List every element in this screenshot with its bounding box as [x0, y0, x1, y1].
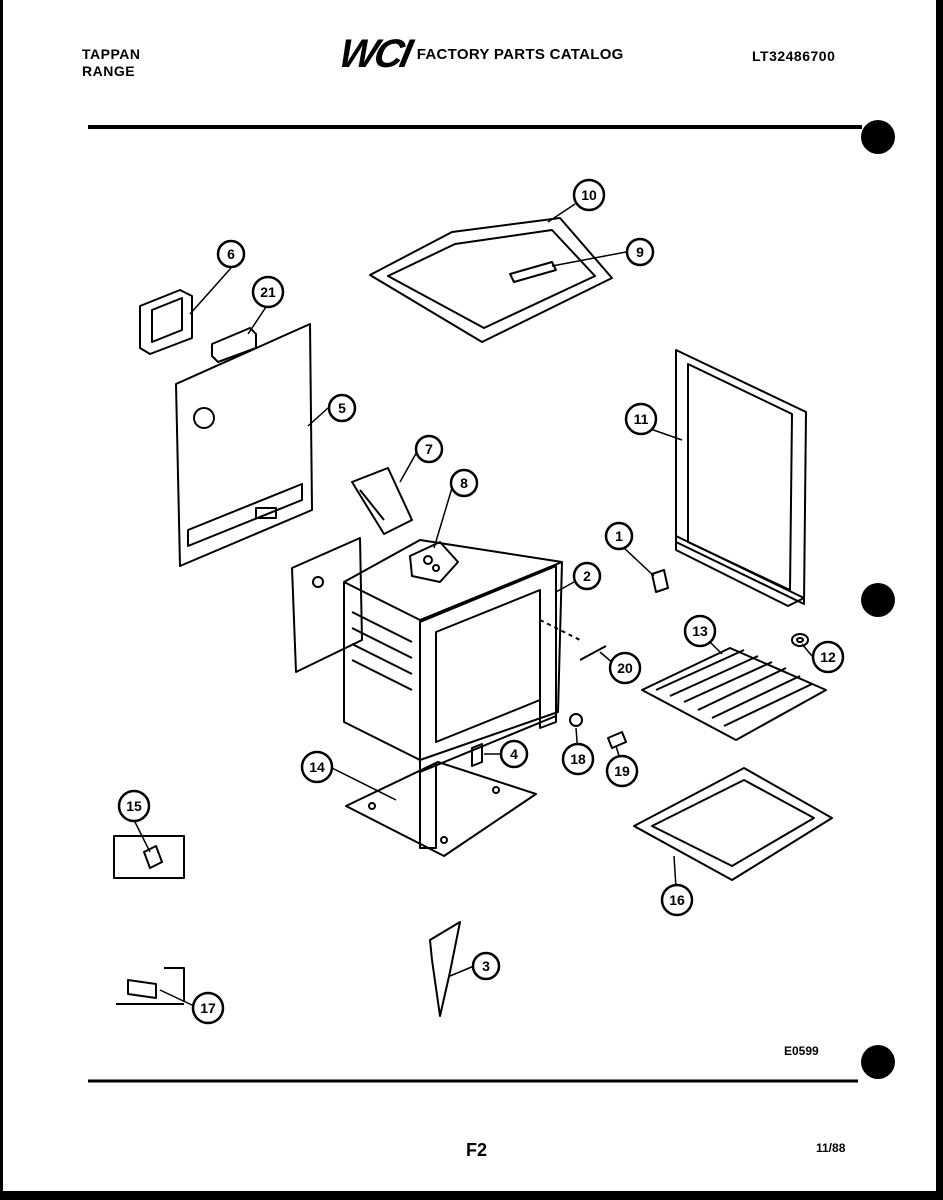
callout-1: 1: [604, 521, 634, 551]
part-oven-rack: [641, 647, 827, 741]
brand-block: TAPPAN RANGE: [82, 46, 140, 80]
part-bottom-panel: [345, 761, 537, 857]
catalog-title: FACTORY PARTS CATALOG: [416, 45, 624, 63]
svg-text:15: 15: [126, 798, 142, 814]
page-label: F2: [466, 1140, 488, 1160]
part-latch-clip: [116, 967, 185, 1005]
svg-text:17: 17: [200, 1000, 216, 1016]
callout-13: 13: [683, 614, 717, 648]
callout-14: 14: [300, 750, 334, 784]
callout-9: 9: [625, 237, 655, 267]
callout-7: 7: [414, 434, 444, 464]
part-grommet: [791, 633, 809, 647]
svg-text:12: 12: [820, 649, 836, 665]
svg-text:19: 19: [614, 763, 630, 779]
callout-6: 6: [216, 239, 246, 269]
diagram-code: E0599: [784, 1044, 819, 1058]
print-date: 11/88: [816, 1141, 846, 1155]
part-pin: [539, 619, 607, 661]
svg-text:18: 18: [570, 751, 586, 767]
callout-16: 16: [660, 883, 694, 917]
svg-text:9: 9: [636, 244, 644, 260]
part-clip: [651, 569, 669, 593]
svg-text:3: 3: [482, 958, 490, 974]
part-duct: [351, 467, 413, 535]
part-oven-body: [291, 537, 563, 849]
svg-text:4: 4: [510, 746, 518, 762]
brand-name: TAPPAN: [82, 46, 141, 62]
svg-text:20: 20: [617, 660, 633, 676]
svg-text:21: 21: [260, 284, 276, 300]
svg-text:5: 5: [338, 400, 346, 416]
svg-text:10: 10: [581, 187, 597, 203]
callout-21: 21: [251, 275, 285, 309]
callout-4: 4: [499, 739, 529, 769]
binder-hole-middle: [861, 583, 895, 617]
svg-text:13: 13: [692, 623, 708, 639]
callout-5: 5: [327, 393, 357, 423]
leader-lines: [133, 203, 813, 1007]
callout-8: 8: [449, 468, 479, 498]
part-inset-box: [113, 835, 185, 879]
part-drawer-frame: [633, 767, 833, 881]
part-door-bracket: [429, 921, 461, 1017]
callout-3: 3: [471, 951, 501, 981]
callout-18: 18: [561, 742, 595, 776]
callout-19: 19: [605, 754, 639, 788]
part-door-panel: [675, 349, 807, 607]
part-small-clip: [471, 743, 483, 767]
callout-10: 10: [572, 178, 606, 212]
callout-2: 2: [572, 561, 602, 591]
svg-text:11: 11: [634, 411, 649, 427]
catalog-header: WCI FACTORY PARTS CATALOG: [335, 32, 624, 76]
product-type: RANGE: [82, 63, 136, 79]
binder-hole-top: [861, 120, 895, 154]
svg-text:2: 2: [583, 568, 591, 584]
part-rear-panel: [175, 323, 313, 567]
part-nut: [569, 713, 583, 727]
svg-text:6: 6: [227, 246, 235, 262]
svg-text:16: 16: [669, 892, 685, 908]
callout-15: 15: [117, 789, 151, 823]
callout-labels: 1 2 3 4 5 6 7 8 9 10 11 12 13 14 15 16 1…: [117, 178, 845, 1025]
part-screw: [607, 731, 627, 749]
part-top-cover: [369, 217, 613, 343]
part-bracket: [139, 289, 193, 355]
model-number: LT32486700: [752, 48, 836, 64]
callout-20: 20: [608, 651, 642, 685]
callout-12: 12: [811, 640, 845, 674]
svg-text:7: 7: [425, 441, 433, 457]
svg-text:1: 1: [615, 528, 623, 544]
svg-text:8: 8: [460, 475, 468, 491]
svg-text:14: 14: [309, 759, 325, 775]
binder-hole-bottom: [861, 1045, 895, 1079]
callout-11: 11: [624, 402, 658, 436]
callout-17: 17: [191, 991, 225, 1025]
